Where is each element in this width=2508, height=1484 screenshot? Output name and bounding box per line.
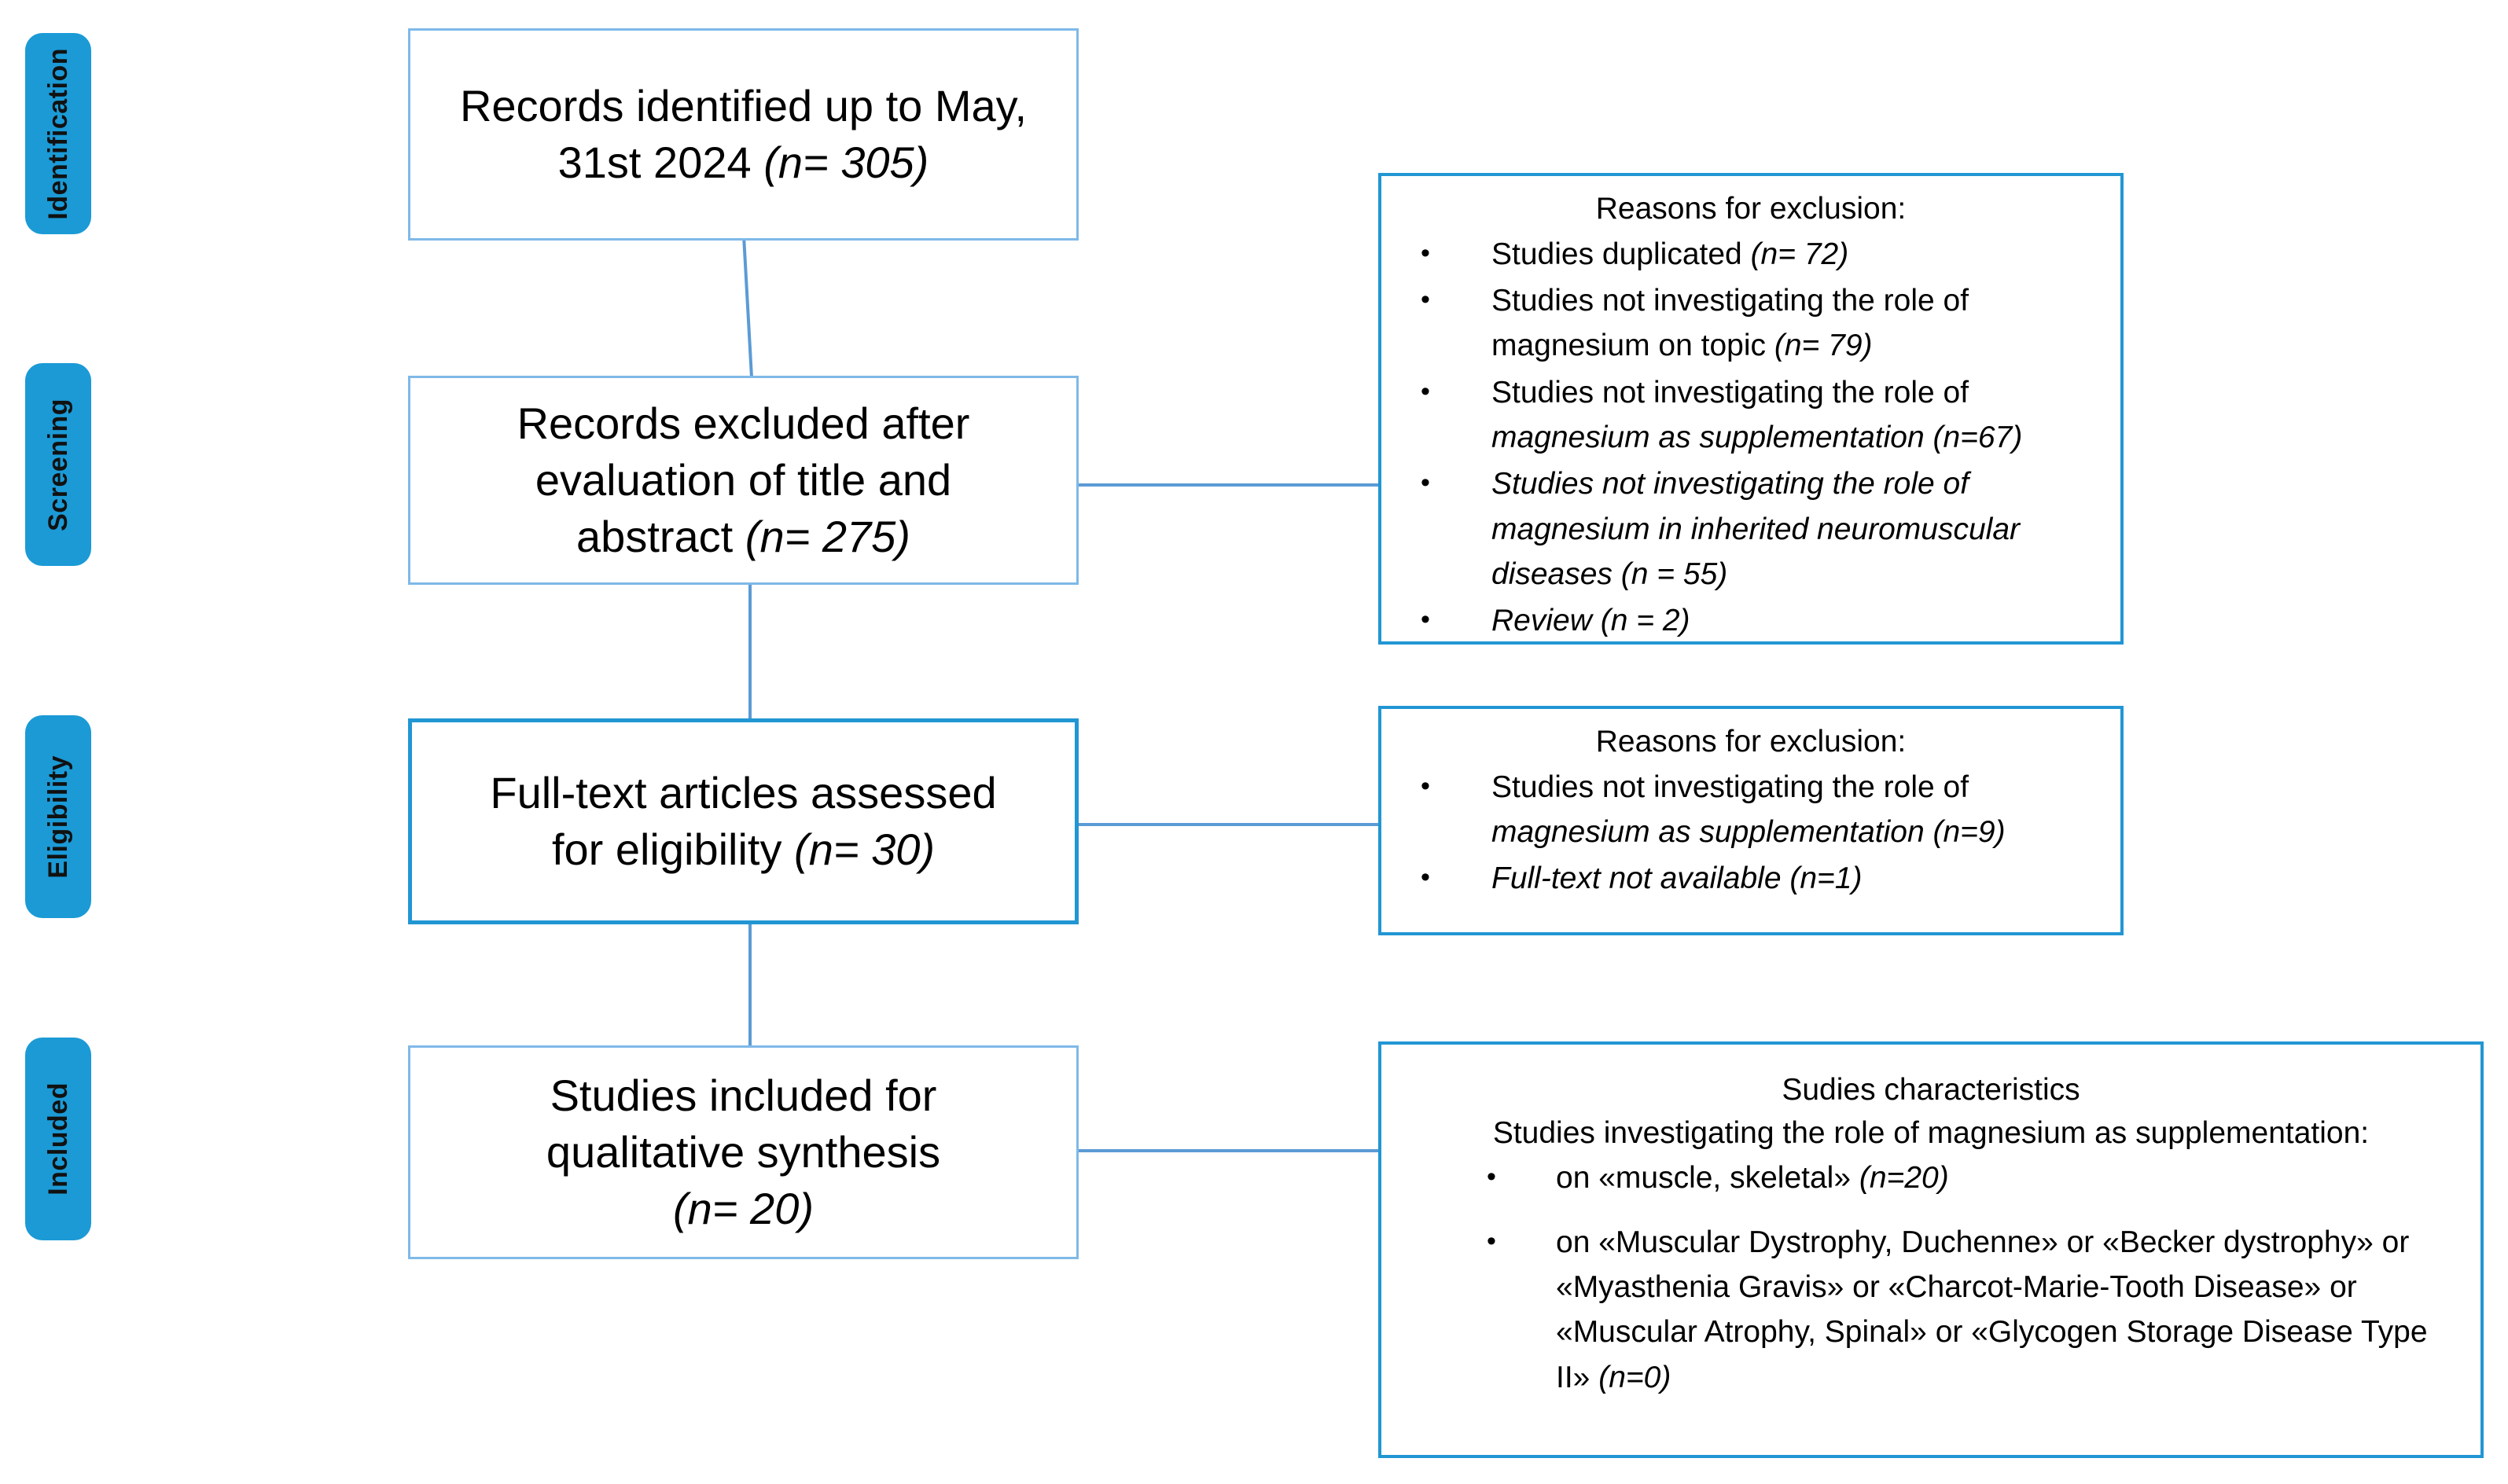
item-italic: (n= 79) — [1774, 329, 1873, 363]
connector-excluded-to-note1 — [1077, 483, 1384, 487]
item-plain: Studies duplicated — [1491, 237, 1751, 271]
flow-box-text: Records identified up to May, 31st 2024 … — [460, 78, 1027, 190]
stage-tab-eligibility: Eligibility — [25, 715, 91, 918]
note-lead: Studies investigating the role of magnes… — [1492, 1115, 2370, 1150]
stage-tab-identification: Identification — [25, 33, 91, 234]
stage-tab-included: Included — [25, 1038, 91, 1240]
stage-tab-label: Screening — [43, 398, 73, 531]
flow-box-text: Studies included for qualitative synthes… — [546, 1067, 940, 1236]
flow-line-2-plain: 31st 2024 — [557, 138, 764, 187]
connector-included-to-note3 — [1077, 1149, 1384, 1152]
note-title: Reasons for exclusion: — [1595, 192, 1907, 226]
item-plain: Studies not investigating the role of ma… — [1491, 283, 1969, 363]
note-title: Reasons for exclusion: — [1595, 725, 1907, 759]
stage-tab-label: Identification — [43, 47, 73, 220]
stage-tab-screening: Screening — [25, 363, 91, 566]
flow-line-1: Studies included for — [550, 1071, 937, 1121]
item-plain: on «Muscular Dystrophy, Duchenne» or «Be… — [1556, 1225, 2428, 1394]
item-italic: (n=0) — [1598, 1360, 1671, 1394]
item-italic: magnesium as supplementation (n=9) — [1491, 814, 2006, 849]
note-list: on «muscle, skeletal» (n=20) on «Muscula… — [1399, 1155, 2463, 1400]
stage-tab-label: Eligibility — [43, 755, 73, 879]
item-italic: Studies not investigating the role of ma… — [1491, 467, 2021, 591]
flow-box-records-excluded: Records excluded after evaluation of tit… — [408, 376, 1079, 585]
stage-tab-label: Included — [43, 1082, 73, 1196]
list-item: Studies not investigating the role of ma… — [1399, 461, 2103, 597]
flow-box-records-identified: Records identified up to May, 31st 2024 … — [408, 28, 1079, 241]
connector-fulltext-to-note2 — [1077, 823, 1384, 826]
list-item: Studies not investigating the role of ma… — [1399, 370, 2103, 461]
list-item: Studies not investigating the role of ma… — [1399, 765, 2103, 855]
flow-box-full-text-assessed: Full-text articles assessed for eligibil… — [408, 718, 1079, 924]
list-item: Studies not investigating the role of ma… — [1399, 278, 2103, 369]
list-item: on «muscle, skeletal» (n=20) — [1399, 1155, 2463, 1200]
flow-line-1: Records excluded after — [517, 399, 970, 449]
note-box-studies-characteristics: Sudies characteristics Studies investiga… — [1378, 1041, 2484, 1458]
note-list: Studies duplicated (n= 72) Studies not i… — [1399, 232, 2103, 644]
flow-line-2-count: (n= 305) — [763, 138, 929, 187]
note-box-screening-exclusions: Reasons for exclusion: Studies duplicate… — [1378, 173, 2124, 645]
item-italic: (n=20) — [1859, 1161, 1949, 1196]
connector-fulltext-to-included — [748, 921, 752, 1045]
flow-box-text: Records excluded after evaluation of tit… — [517, 395, 970, 564]
note-list: Studies not investigating the role of ma… — [1399, 765, 2103, 902]
item-italic: magnesium as supplementation (n=67) — [1491, 420, 2023, 454]
item-plain: Studies not investigating the role of — [1491, 770, 1969, 804]
flow-line-3-plain: abstract — [576, 511, 745, 561]
flow-line-2-plain: for eligibility — [551, 825, 795, 874]
flow-box-studies-included: Studies included for qualitative synthes… — [408, 1045, 1079, 1259]
flow-line-2: evaluation of title and — [535, 455, 952, 505]
item-italic: (n= 72) — [1750, 237, 1849, 271]
flow-box-text: Full-text articles assessed for eligibil… — [490, 765, 996, 877]
item-plain: Studies not investigating the role of — [1491, 375, 1969, 410]
item-italic: Full-text not available (n=1) — [1491, 861, 1863, 896]
note-box-eligibility-exclusions: Reasons for exclusion: Studies not inves… — [1378, 706, 2124, 935]
flow-line-2-count: (n= 30) — [794, 825, 936, 874]
list-item: Studies duplicated (n= 72) — [1399, 232, 2103, 277]
item-plain: on «muscle, skeletal» — [1556, 1161, 1859, 1196]
flow-line-3-count: (n= 20) — [673, 1183, 814, 1233]
list-item: Review (n = 2) — [1399, 598, 2103, 643]
list-item: on «Muscular Dystrophy, Duchenne» or «Be… — [1399, 1220, 2463, 1400]
note-title: Sudies characteristics — [1782, 1073, 2080, 1107]
flow-line-1: Records identified up to May, — [459, 81, 1028, 131]
item-italic: Review (n = 2) — [1491, 604, 1690, 638]
list-item: Full-text not available (n=1) — [1399, 856, 2103, 901]
connector-identified-to-excluded — [742, 235, 753, 378]
connector-excluded-to-fulltext — [748, 582, 752, 722]
flow-line-1: Full-text articles assessed — [490, 768, 997, 818]
flow-line-3-count: (n= 275) — [745, 511, 910, 561]
flow-line-2: qualitative synthesis — [546, 1127, 941, 1177]
